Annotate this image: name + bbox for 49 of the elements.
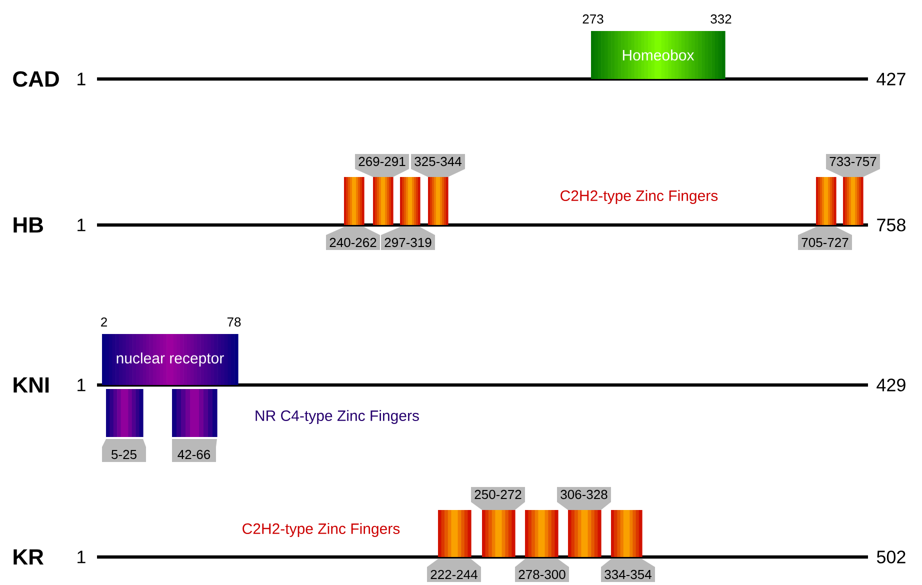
range-tag: 334-354 — [601, 559, 655, 582]
start-number: 1 — [78, 72, 86, 86]
start-number: 1 — [78, 550, 86, 564]
position-number: 273 — [582, 14, 604, 24]
zinc-finger-bar — [611, 510, 642, 557]
node-label: Homeobox — [622, 49, 694, 60]
domain-box: Homeobox — [591, 31, 726, 79]
zinc-finger-bar — [400, 177, 420, 225]
length-number: 502 — [876, 550, 906, 564]
range-tag: 705-727 — [798, 227, 852, 250]
position-number: 332 — [710, 14, 732, 24]
zinc-finger-bar — [568, 510, 602, 557]
zinc-finger-bar — [373, 177, 394, 225]
protein-name: HB — [14, 217, 43, 233]
domain-label: C2H2-type Zinc Fingers — [242, 523, 400, 537]
domain-label: C2H2-type Zinc Fingers — [560, 190, 718, 204]
position-number: 2 — [101, 317, 107, 327]
range-tag: 325-344 — [411, 154, 465, 177]
domain-box: nuclear receptor — [102, 334, 238, 385]
zinc-finger-bar — [438, 510, 472, 557]
range-tag: 733-757 — [826, 154, 880, 177]
zinc-finger-bar — [525, 510, 558, 557]
zinc-finger-bar — [344, 177, 364, 225]
zinc-finger-bar — [428, 177, 448, 225]
length-number: 758 — [877, 218, 906, 232]
zinc-finger-bar — [843, 177, 864, 225]
range-tag: 278-300 — [515, 559, 569, 582]
range-tag: 5-25 — [102, 439, 146, 462]
range-tag: 240-262 — [326, 227, 380, 250]
range-tag: 42-66 — [172, 439, 217, 462]
domain-label: NR C4-type Zinc Fingers — [256, 410, 419, 424]
position-number: 78 — [227, 317, 241, 327]
range-tag: 269-291 — [355, 154, 409, 177]
zinc-finger-bar — [106, 389, 144, 437]
zinc-finger-bar — [816, 177, 836, 225]
range-tag: 250-272 — [471, 487, 525, 510]
start-number: 1 — [78, 218, 86, 232]
range-tag: 306-328 — [557, 487, 611, 510]
zinc-finger-bar — [482, 510, 516, 557]
length-number: 429 — [876, 378, 906, 392]
start-number: 1 — [78, 378, 86, 392]
zinc-finger-bar — [172, 389, 218, 437]
node-label: nuclear receptor — [116, 352, 224, 366]
range-tag: 297-319 — [381, 227, 435, 250]
protein-name: KNI — [14, 377, 49, 393]
range-tag: 222-244 — [427, 559, 481, 582]
protein-name: KR — [14, 549, 44, 565]
protein-name: CAD — [13, 71, 59, 87]
length-number: 427 — [876, 72, 906, 86]
